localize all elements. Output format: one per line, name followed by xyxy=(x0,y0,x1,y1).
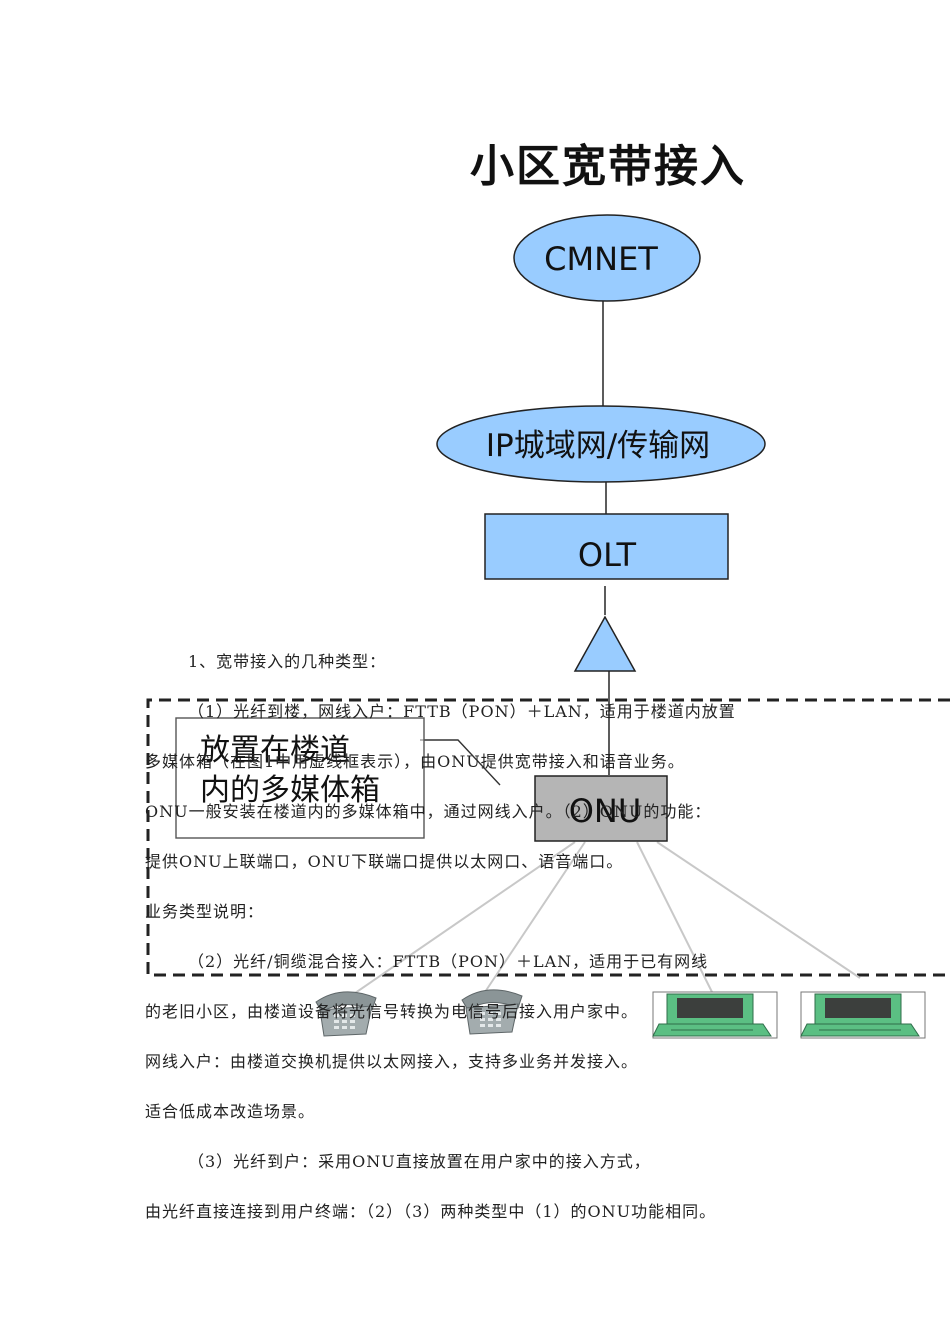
splitter-triangle-icon xyxy=(573,615,637,672)
node-cmnet-label: CMNET xyxy=(544,240,658,278)
paragraph-line: 业务类型说明： xyxy=(145,902,265,921)
computer-icon xyxy=(652,991,778,1039)
node-olt: OLT xyxy=(484,513,729,580)
media-box-text: 放置在楼道内的多媒体箱 xyxy=(200,733,380,808)
media-box-label: 放置在楼道内的多媒体箱 xyxy=(175,717,425,839)
paragraph-line: ONU一般安装在楼道内的多媒体箱中，通过网线入户。（2）ONU的功能： xyxy=(145,802,712,821)
phone-icon xyxy=(461,989,523,1035)
paragraph-line: 提供ONU上联端口，ONU下联端口提供以太网口、语音端口。 xyxy=(145,852,624,871)
dashed-enclosure xyxy=(146,698,950,977)
node-onu: ONU xyxy=(534,775,668,842)
paragraph-line: （2）光纤/铜缆混合接入：FTTB（PON）＋LAN，适用于已有网线 xyxy=(188,952,709,971)
paragraph-line: 适合低成本改造场景。 xyxy=(145,1102,316,1121)
link-onu-pc2 xyxy=(656,841,861,979)
paragraph-line: 的老旧小区，由楼道设备将光信号转换为电信号后接入用户家中。 xyxy=(145,1002,639,1021)
media-box-text-line: 放置在楼道 xyxy=(200,733,350,768)
link-onu-pc1 xyxy=(636,841,713,993)
node-cmnet: CMNET xyxy=(513,214,701,302)
node-ip-network-label: IP城域网/传输网 xyxy=(486,428,710,464)
callout-pointer xyxy=(420,739,501,786)
paragraph-line: （1）光纤到楼，网线入户：FTTB（PON）＋LAN，适用于楼道内放置 xyxy=(188,702,736,721)
paragraph-line: 由光纤直接连接到用户终端：（2）（3）两种类型中（1）的ONU功能相同。 xyxy=(145,1202,717,1221)
paragraph-line: 网线入户：由楼道交换机提供以太网接入，支持多业务并发接入。 xyxy=(145,1052,639,1071)
node-onu-label: ONU xyxy=(569,792,642,830)
node-ip-network: IP城域网/传输网 xyxy=(436,405,766,483)
link-onu-phone2 xyxy=(484,841,586,993)
link-onu-phone1 xyxy=(344,841,576,1001)
paragraph-line: 多媒体箱（在图1中用虚线框表示），由ONU提供宽带接入和语音业务。 xyxy=(145,752,685,771)
paragraph-line: （3）光纤到户：采用ONU直接放置在用户家中的接入方式， xyxy=(188,1152,651,1171)
phone-icon xyxy=(315,991,377,1037)
computer-icon xyxy=(800,991,926,1039)
node-olt-label: OLT xyxy=(578,536,637,574)
paragraph-line: 1、宽带接入的几种类型： xyxy=(188,652,387,671)
media-box-text-line: 内的多媒体箱 xyxy=(200,773,380,808)
diagram-title: 小区宽带接入 xyxy=(470,141,746,192)
